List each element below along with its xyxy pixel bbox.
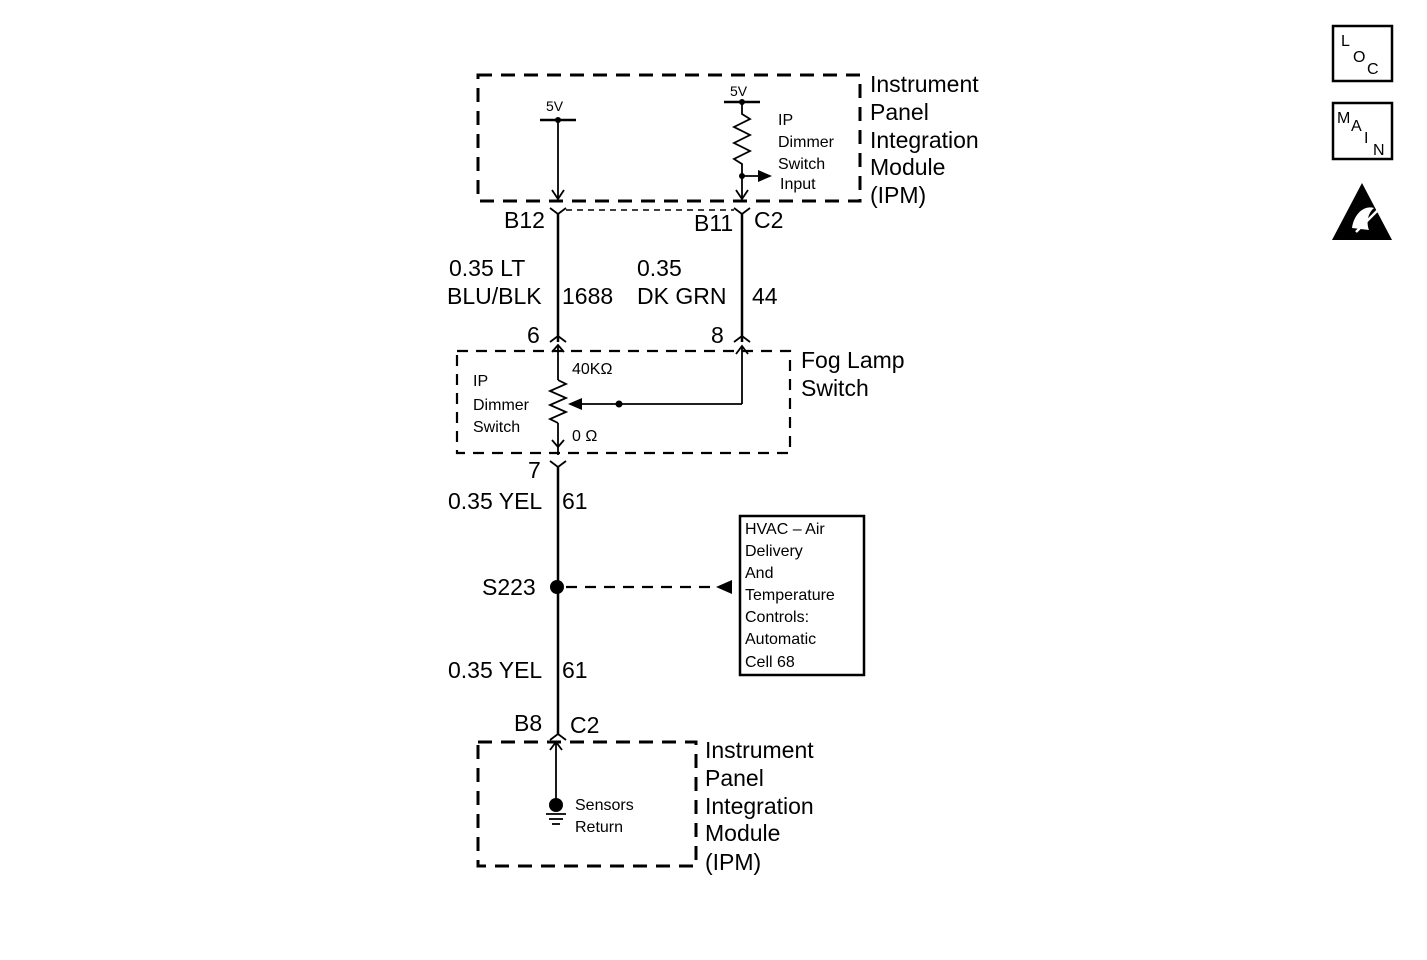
ipm-bottom-title-line-1: Instrument	[705, 737, 814, 763]
fog-lamp-switch: 6 8 Fog Lamp Switch IP Dimmer Switch 40K…	[455, 322, 905, 483]
splice-s223-label: S223	[482, 574, 536, 600]
hvac-reference-line-6: Automatic	[745, 631, 816, 648]
main-letter-3: I	[1364, 130, 1368, 147]
main-icon[interactable]: M A I N	[1331, 101, 1394, 161]
wire-1688-gauge-line-1: 0.35 LT	[449, 255, 525, 281]
input-label-line-4: Input	[780, 176, 816, 193]
fog-switch-title-line-1: Fog Lamp	[801, 347, 905, 373]
arrow-up-icon	[549, 740, 563, 751]
wire-44-circuit: 44	[752, 283, 778, 309]
input-label-line-2: Dimmer	[778, 134, 835, 151]
esd-slash	[1355, 205, 1383, 233]
ipm-top-title-line-3: Integration	[870, 127, 979, 153]
ipm-bottom-title-line-2: Panel	[705, 765, 764, 791]
pin-7-label: 7	[528, 457, 541, 483]
main-letter-1: M	[1337, 110, 1350, 127]
fog-switch-title-line-2: Switch	[801, 375, 869, 401]
hvac-reference-line-4: Temperature	[745, 587, 835, 604]
supply-right-label: 5V	[730, 83, 748, 99]
wire-61-lower-circuit: 61	[562, 657, 588, 683]
ipm-top-title-line-2: Panel	[870, 99, 929, 125]
hvac-reference-box[interactable]: HVAC – Air Delivery And Temperature Cont…	[738, 514, 866, 677]
ipm-top-boundary	[476, 73, 862, 203]
hvac-reference-frame	[738, 514, 866, 677]
dimmer-label-line-3: Switch	[473, 419, 520, 436]
wire-61-upper-circuit: 61	[562, 488, 588, 514]
input-label-line-3: Switch	[778, 156, 825, 173]
fog-switch-boundary	[455, 349, 792, 455]
pin-b12-icon	[549, 207, 567, 216]
arrow-up-icon	[735, 344, 749, 355]
reference-arrow-icon	[716, 580, 732, 594]
ipm-bottom-module: B8 C2 Instrument Panel Integration Modul…	[476, 710, 814, 875]
arrow-up-icon	[551, 343, 565, 353]
wire-1688-gauge-line-2: BLU/BLK	[447, 283, 542, 309]
arrow-down-icon	[551, 189, 565, 201]
loc-letter-1: L	[1341, 33, 1350, 50]
connector-c2-label: C2	[754, 207, 783, 233]
sensor-return-node	[549, 798, 563, 812]
loc-letter-3: C	[1367, 61, 1379, 78]
wires-upper: 0.35 LT BLU/BLK 1688 0.35 DK GRN 44	[447, 214, 778, 342]
pin-6-icon	[549, 334, 567, 343]
input-label-line-1: IP	[778, 112, 793, 129]
arrow-down-icon	[735, 189, 749, 201]
esd-hand	[1352, 207, 1374, 230]
hvac-reference-line-7: Cell 68	[745, 654, 795, 671]
ipm-bottom-title-line-4: Module	[705, 820, 780, 846]
resistance-max-label: 40KΩ	[572, 361, 612, 378]
ground-label-line-2: Return	[575, 819, 623, 836]
dimmer-label-line-1: IP	[473, 373, 488, 390]
ipm-top-module: Instrument Panel Integration Module (IPM…	[476, 71, 979, 208]
hvac-reference-line-3: And	[745, 565, 773, 582]
wiper-node	[615, 400, 623, 408]
pin-7-icon	[549, 460, 567, 469]
ipm-bottom-title-line-5: (IPM)	[705, 849, 761, 875]
pin-b8-icon	[549, 732, 567, 741]
wire-44-gauge-line-2: DK GRN	[637, 283, 726, 309]
pin-b11-label: B11	[694, 210, 733, 236]
pin-b8-label: B8	[514, 710, 542, 736]
supply-left-label: 5V	[546, 98, 564, 114]
ipm-top-title-line-4: Module	[870, 154, 945, 180]
arrow-down-icon	[551, 439, 565, 449]
pin-6-label: 6	[527, 322, 540, 348]
wires-lower: 0.35 YEL 61 S223 0.35 YEL 61	[448, 467, 732, 734]
ipm-top-title-line-1: Instrument	[870, 71, 979, 97]
pullup-resistor-icon	[731, 102, 753, 198]
wire-61-lower-gauge: 0.35 YEL	[448, 657, 542, 683]
esd-warning-icon	[1332, 183, 1392, 240]
wire-1688-circuit: 1688	[562, 283, 613, 309]
dimmer-potentiometer-icon	[547, 379, 569, 424]
pin-8-label: 8	[711, 322, 724, 348]
splice-s223-icon	[550, 580, 564, 594]
hvac-reference-line-5: Controls:	[745, 609, 809, 626]
main-letter-2: A	[1351, 118, 1362, 135]
pin-b12-label: B12	[504, 207, 545, 233]
connector-c2-bottom-label: C2	[570, 712, 599, 738]
ground-label-line-1: Sensors	[575, 797, 634, 814]
ipm-bottom-title-line-3: Integration	[705, 793, 814, 819]
loc-icon[interactable]: L O C	[1331, 24, 1394, 83]
wiper-arrow-icon	[568, 398, 582, 410]
hvac-reference-line-1: HVAC – Air	[745, 521, 825, 538]
arrow-right-icon	[758, 170, 772, 182]
ipm-top-title-line-5: (IPM)	[870, 182, 926, 208]
resistance-min-label: 0 Ω	[572, 428, 597, 445]
loc-letter-2: O	[1353, 49, 1365, 66]
loc-icon-frame	[1331, 24, 1394, 83]
main-letter-4: N	[1373, 142, 1385, 159]
wire-44-gauge-line-1: 0.35	[637, 255, 682, 281]
pin-8-icon	[733, 334, 751, 343]
pin-b11-icon	[733, 207, 751, 216]
wire-61-upper-gauge: 0.35 YEL	[448, 488, 542, 514]
hvac-reference-line-2: Delivery	[745, 543, 803, 560]
ipm-bottom-boundary	[476, 740, 698, 868]
dimmer-label-line-2: Dimmer	[473, 397, 530, 414]
main-icon-frame	[1331, 101, 1394, 161]
